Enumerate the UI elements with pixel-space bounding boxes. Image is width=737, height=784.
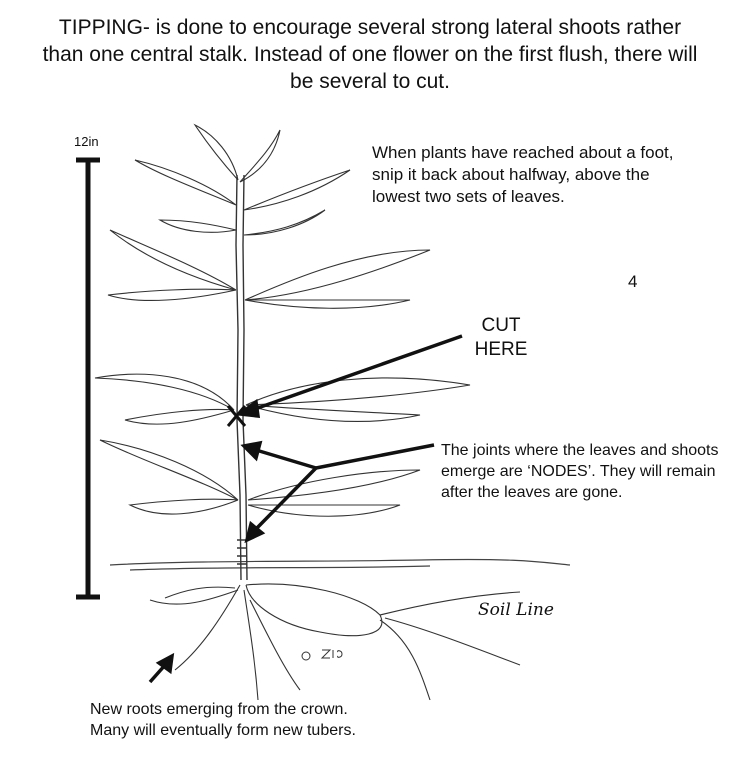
soil-line-label: Soil Line bbox=[478, 600, 554, 620]
instruction-text: When plants have reached about a foot, s… bbox=[372, 143, 674, 206]
cut-mark-x bbox=[226, 405, 247, 427]
ruler-label: 12in bbox=[74, 134, 99, 149]
height-ruler bbox=[76, 157, 100, 600]
tuber-roots bbox=[149, 583, 521, 701]
plant-stem bbox=[235, 174, 248, 581]
cut-here-label: CUT HERE bbox=[474, 315, 528, 360]
artist-signature bbox=[301, 649, 343, 661]
node-arrows bbox=[240, 440, 435, 544]
nodes-annotation: The joints where the leaves and shoots e… bbox=[441, 442, 719, 501]
page-number: 4 bbox=[628, 272, 638, 291]
roots-annotation: New roots emerging from the crown. Many … bbox=[90, 701, 356, 739]
diagram-title: TIPPING- is done to encourage several st… bbox=[42, 16, 698, 93]
roots-arrow bbox=[148, 652, 175, 684]
cut-arrow bbox=[235, 334, 463, 418]
plant-leaves bbox=[94, 123, 471, 517]
soil-line bbox=[109, 558, 571, 571]
